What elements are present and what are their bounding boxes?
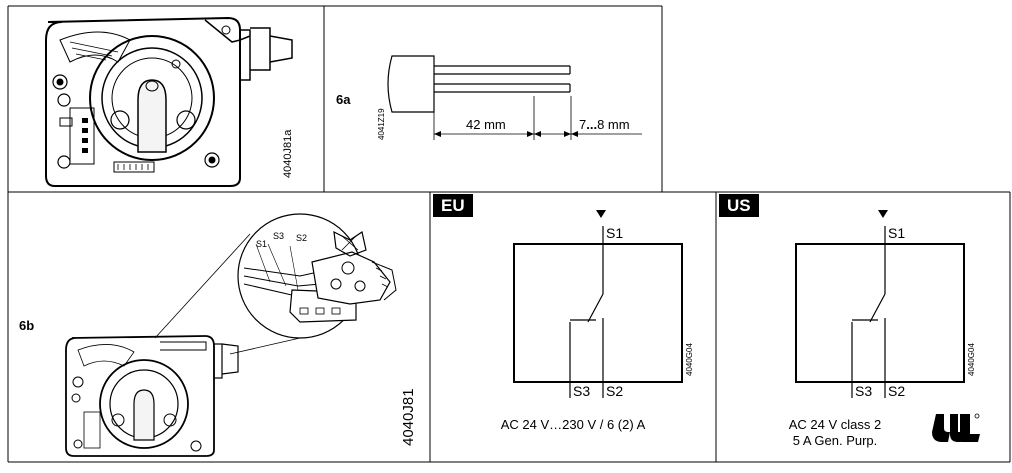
eu-terminal-s2: S2 bbox=[606, 383, 624, 399]
dimension-arrows bbox=[434, 131, 578, 137]
eu-drawing-code: 4040G04 bbox=[685, 343, 694, 376]
drawing-code-4040j81: 4040J81 bbox=[400, 388, 417, 446]
drawing-code-4041z19: 4041Z19 bbox=[377, 108, 386, 140]
wire-label-s1: S1 bbox=[256, 239, 268, 249]
drawing-code-4040j81a: 4040J81a bbox=[282, 129, 294, 178]
eu-switch-schematic bbox=[513, 210, 683, 398]
actuator-top-drawing bbox=[45, 16, 293, 187]
us-rating-line1: AC 24 V class 2 bbox=[788, 417, 882, 432]
eu-tab: EU bbox=[433, 194, 473, 217]
panel-frames bbox=[7, 5, 1011, 463]
wire-end-min: 7 bbox=[579, 117, 587, 132]
figure-label-6a: 6a bbox=[336, 92, 351, 107]
wire-end-length-label: 7...8 mm bbox=[579, 118, 630, 131]
eu-rating: AC 24 V…230 V / 6 (2) A bbox=[500, 417, 646, 432]
figure-label-6b: 6b bbox=[19, 318, 35, 333]
ul-mark-icon bbox=[932, 413, 980, 442]
wire-end-separator: ... bbox=[586, 117, 598, 132]
wire-end-max: 8 mm bbox=[597, 117, 630, 132]
strip-length-label: 42 mm bbox=[466, 117, 506, 132]
us-tab: US bbox=[719, 194, 759, 217]
us-switch-schematic bbox=[795, 210, 965, 398]
us-terminal-s2: S2 bbox=[888, 383, 906, 399]
wire-label-s3: S3 bbox=[273, 231, 285, 241]
eu-terminal-s3: S3 bbox=[573, 383, 591, 399]
us-rating-line2: 5 A Gen. Purp. bbox=[792, 433, 878, 448]
wire-label-s2: S2 bbox=[296, 233, 308, 243]
eu-terminal-s1: S1 bbox=[606, 225, 624, 241]
actuator-bottom-drawing bbox=[65, 213, 397, 457]
us-terminal-s1: S1 bbox=[888, 225, 906, 241]
us-drawing-code: 4040G04 bbox=[967, 343, 976, 376]
us-terminal-s3: S3 bbox=[855, 383, 873, 399]
